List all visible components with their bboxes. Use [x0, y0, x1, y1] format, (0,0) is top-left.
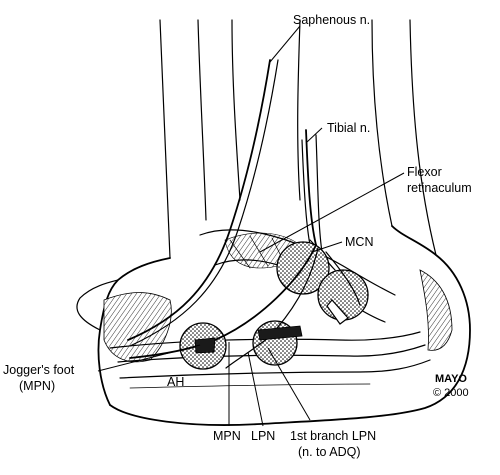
- credit-year: © 2000: [433, 387, 469, 399]
- label-flexor-line2: retinaculum: [407, 181, 472, 195]
- label-saphenous: Saphenous n.: [293, 13, 370, 27]
- label-joggers-line2: (MPN): [19, 379, 55, 393]
- saphenous-nerve: [127, 59, 279, 347]
- leader-flexor: [259, 172, 405, 253]
- tibial-nerve: [305, 129, 317, 246]
- leader-mcn: [311, 241, 343, 253]
- label-first-branch-line2: (n. to ADQ): [298, 445, 361, 459]
- label-joggers-line1: Jogger's foot: [3, 363, 75, 377]
- leader-lines: [97, 25, 405, 427]
- credit-name: MAYO: [435, 373, 467, 385]
- foot-outline: [76, 19, 471, 426]
- leader-first-branch: [267, 347, 311, 421]
- plantar-nerves: [129, 244, 361, 369]
- label-mpn: MPN: [213, 429, 241, 443]
- leader-saphenous: [269, 25, 301, 63]
- label-mcn: MCN: [345, 235, 373, 249]
- label-ah: AH: [167, 375, 184, 389]
- muscle-hatching: [103, 232, 453, 363]
- label-tibial: Tibial n.: [327, 121, 370, 135]
- leader-joggers: [97, 344, 201, 372]
- label-flexor-line1: Flexor: [407, 165, 442, 179]
- leader-tibial: [306, 127, 323, 143]
- label-lpn: LPN: [251, 429, 275, 443]
- leader-lpn: [247, 351, 264, 427]
- abductor-hallucis: [109, 331, 431, 389]
- label-first-branch-line1: 1st branch LPN: [290, 429, 376, 443]
